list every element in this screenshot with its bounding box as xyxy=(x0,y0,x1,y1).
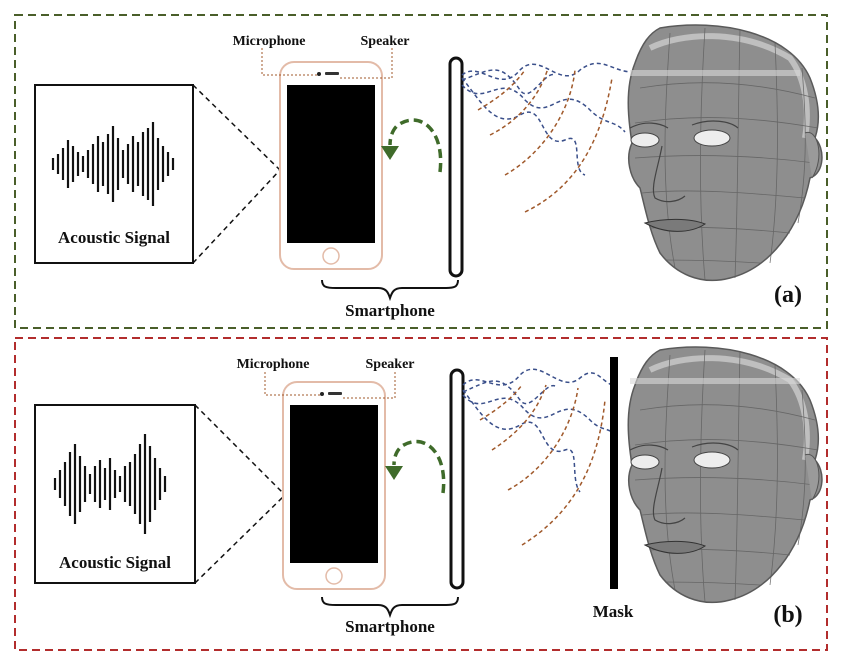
zoom-lines-b xyxy=(194,404,286,584)
panel-label-b: (b) xyxy=(773,602,802,628)
waveform-b xyxy=(53,434,167,534)
speaker-slot-b xyxy=(328,392,342,395)
smartphone-front-b xyxy=(282,381,386,590)
face-top-shadow-a xyxy=(630,70,800,76)
home-button-a xyxy=(322,247,340,265)
acoustic-signal-label-a: Acoustic Signal xyxy=(58,228,170,247)
panel-b: Acoustic Signal Microphone Speaker Smart… xyxy=(14,337,828,651)
mask-label: Mask xyxy=(593,602,634,621)
mask-bar xyxy=(610,357,618,589)
face-a xyxy=(628,25,822,280)
speaker-label-a: Speaker xyxy=(361,34,410,49)
speaker-label-b: Speaker xyxy=(366,357,415,372)
reflection-arrow-b xyxy=(385,439,446,494)
zoom-lines-a xyxy=(192,84,281,264)
microphone-dot-b xyxy=(320,392,324,396)
face-top-shadow-b xyxy=(630,378,800,384)
phone-screen-a xyxy=(287,85,375,243)
panel-label-a: (a) xyxy=(774,282,802,308)
acoustic-signal-box-a: Acoustic Signal xyxy=(34,84,194,264)
home-button-b xyxy=(325,567,343,585)
panel-b-frame xyxy=(14,337,828,651)
smartphone-brace-b xyxy=(321,596,459,619)
callouts-b xyxy=(264,372,396,399)
callouts-a xyxy=(261,48,393,79)
reflection-arrow-a xyxy=(381,118,443,173)
smartphone-label-b: Smartphone xyxy=(345,617,435,636)
acoustic-waves-a xyxy=(461,62,631,213)
smartphone-brace-a xyxy=(321,279,459,302)
acoustic-signal-box-b: Acoustic Signal xyxy=(34,404,196,584)
face-b xyxy=(628,347,822,602)
smartphone-side-b xyxy=(449,368,465,590)
smartphone-side-a xyxy=(448,56,464,278)
microphone-label-a: Microphone xyxy=(233,34,306,49)
phone-screen-b xyxy=(290,405,378,563)
waveform-a xyxy=(51,122,175,206)
acoustic-signal-label-b: Acoustic Signal xyxy=(59,553,171,572)
smartphone-label-a: Smartphone xyxy=(345,301,435,320)
panel-a-frame xyxy=(14,14,828,329)
microphone-dot-a xyxy=(317,72,321,76)
panel-a: Acoustic Signal Microphone Speaker xyxy=(14,14,828,329)
microphone-label-b: Microphone xyxy=(237,357,310,372)
acoustic-waves-b xyxy=(462,368,613,546)
speaker-slot-a xyxy=(325,72,339,75)
smartphone-front-a xyxy=(279,61,383,270)
